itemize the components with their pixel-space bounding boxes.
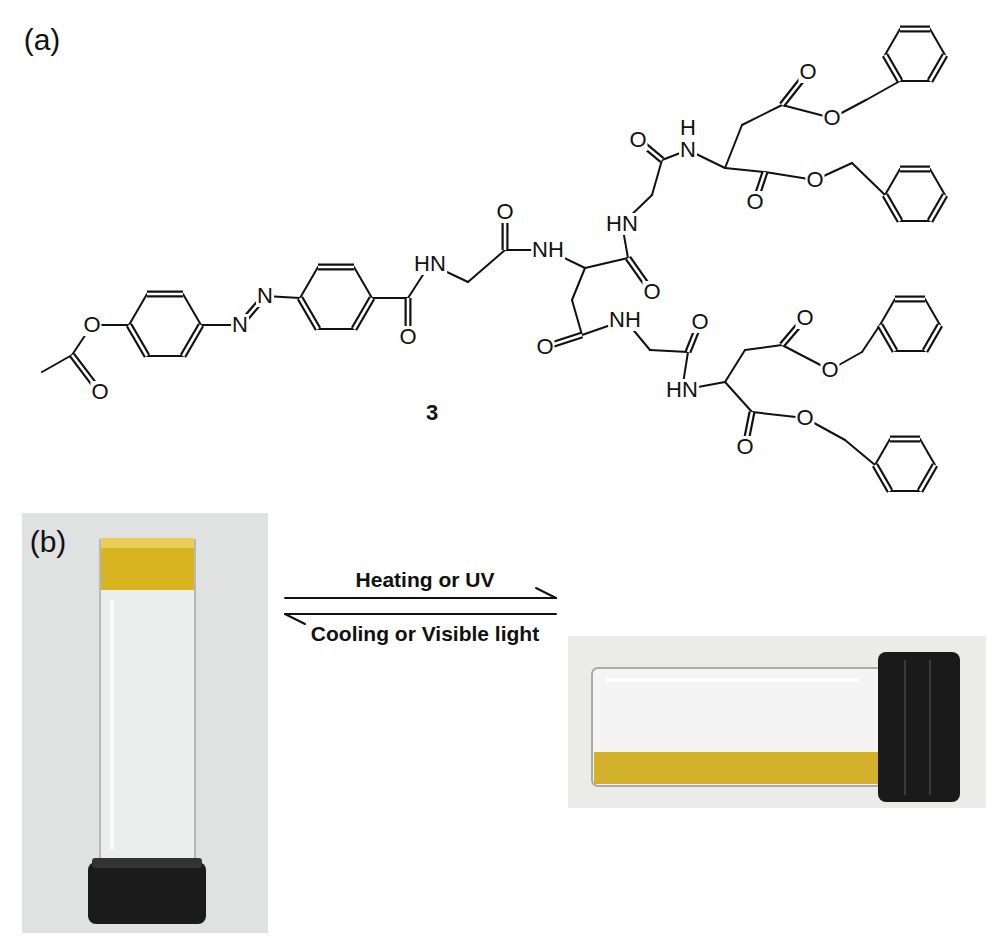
atom-label: O [735, 436, 754, 458]
gel-photo [22, 513, 268, 933]
label-anchor: O [535, 336, 554, 358]
atom-label: N [231, 314, 249, 336]
label-anchor: N [231, 314, 249, 336]
atom-label: O [798, 61, 817, 83]
atom-label: HN [665, 379, 699, 401]
label-anchor: Heating or UV [355, 569, 496, 591]
label-anchor: O [628, 129, 647, 151]
single-bonds [42, 29, 945, 491]
label-anchor: O [745, 191, 764, 213]
label-anchor: (b) [29, 527, 68, 557]
compound-number: 3 [425, 402, 439, 424]
label-anchor: O [82, 314, 101, 336]
double-bonds [72, 29, 945, 491]
atom-label: O [82, 314, 101, 336]
label-anchor: O [735, 436, 754, 458]
label-anchor: HN [605, 213, 639, 235]
label-anchor: NH [531, 239, 565, 261]
label-anchor: NH [608, 309, 642, 331]
atom-label: O [822, 107, 841, 129]
label-anchor: O [642, 281, 661, 303]
atom-label: NH [531, 239, 565, 261]
label-anchor: O [795, 307, 814, 329]
condition-text: Heating or UV [355, 569, 496, 590]
label-anchor: N [679, 139, 697, 161]
label-anchor: O [822, 107, 841, 129]
atom-label: O [495, 201, 514, 223]
label-anchor: HN [665, 379, 699, 401]
label-anchor: O [690, 311, 709, 333]
panel-label: (b) [29, 527, 68, 557]
atom-label: O [628, 129, 647, 151]
atom-label: O [690, 311, 709, 333]
atom-label: O [642, 281, 661, 303]
label-anchor: 3 [425, 402, 439, 424]
label-anchor: O [798, 61, 817, 83]
atom-label: O [795, 307, 814, 329]
atom-label: N [256, 285, 274, 307]
label-anchor: H [679, 117, 697, 139]
equilibrium-arrows [285, 588, 556, 624]
atom-label: O [90, 381, 109, 403]
double-bond-gaps [72, 29, 945, 491]
atom-label: O [820, 359, 839, 381]
panel-label: (a) [23, 25, 62, 55]
label-anchor: HN [413, 253, 447, 275]
label-anchor: O [820, 359, 839, 381]
atom-label: NH [608, 309, 642, 331]
atom-label: N [679, 139, 697, 161]
label-anchor: O [495, 201, 514, 223]
label-anchor: O [795, 407, 814, 429]
label-anchor: N [256, 285, 274, 307]
atom-label: HN [605, 213, 639, 235]
atom-label: O [745, 191, 764, 213]
label-anchor: O [90, 381, 109, 403]
atom-label: O [795, 407, 814, 429]
label-anchor: O [805, 169, 824, 191]
label-anchor: O [398, 326, 417, 348]
label-anchor: Cooling or Visible light [310, 623, 540, 645]
solution-photo [568, 636, 986, 808]
atom-label: O [805, 169, 824, 191]
atom-label: O [535, 336, 554, 358]
label-anchor: (a) [23, 25, 62, 55]
condition-text: Cooling or Visible light [310, 623, 540, 644]
atom-label: H [679, 117, 697, 139]
atom-label: HN [413, 253, 447, 275]
atom-label: O [398, 326, 417, 348]
